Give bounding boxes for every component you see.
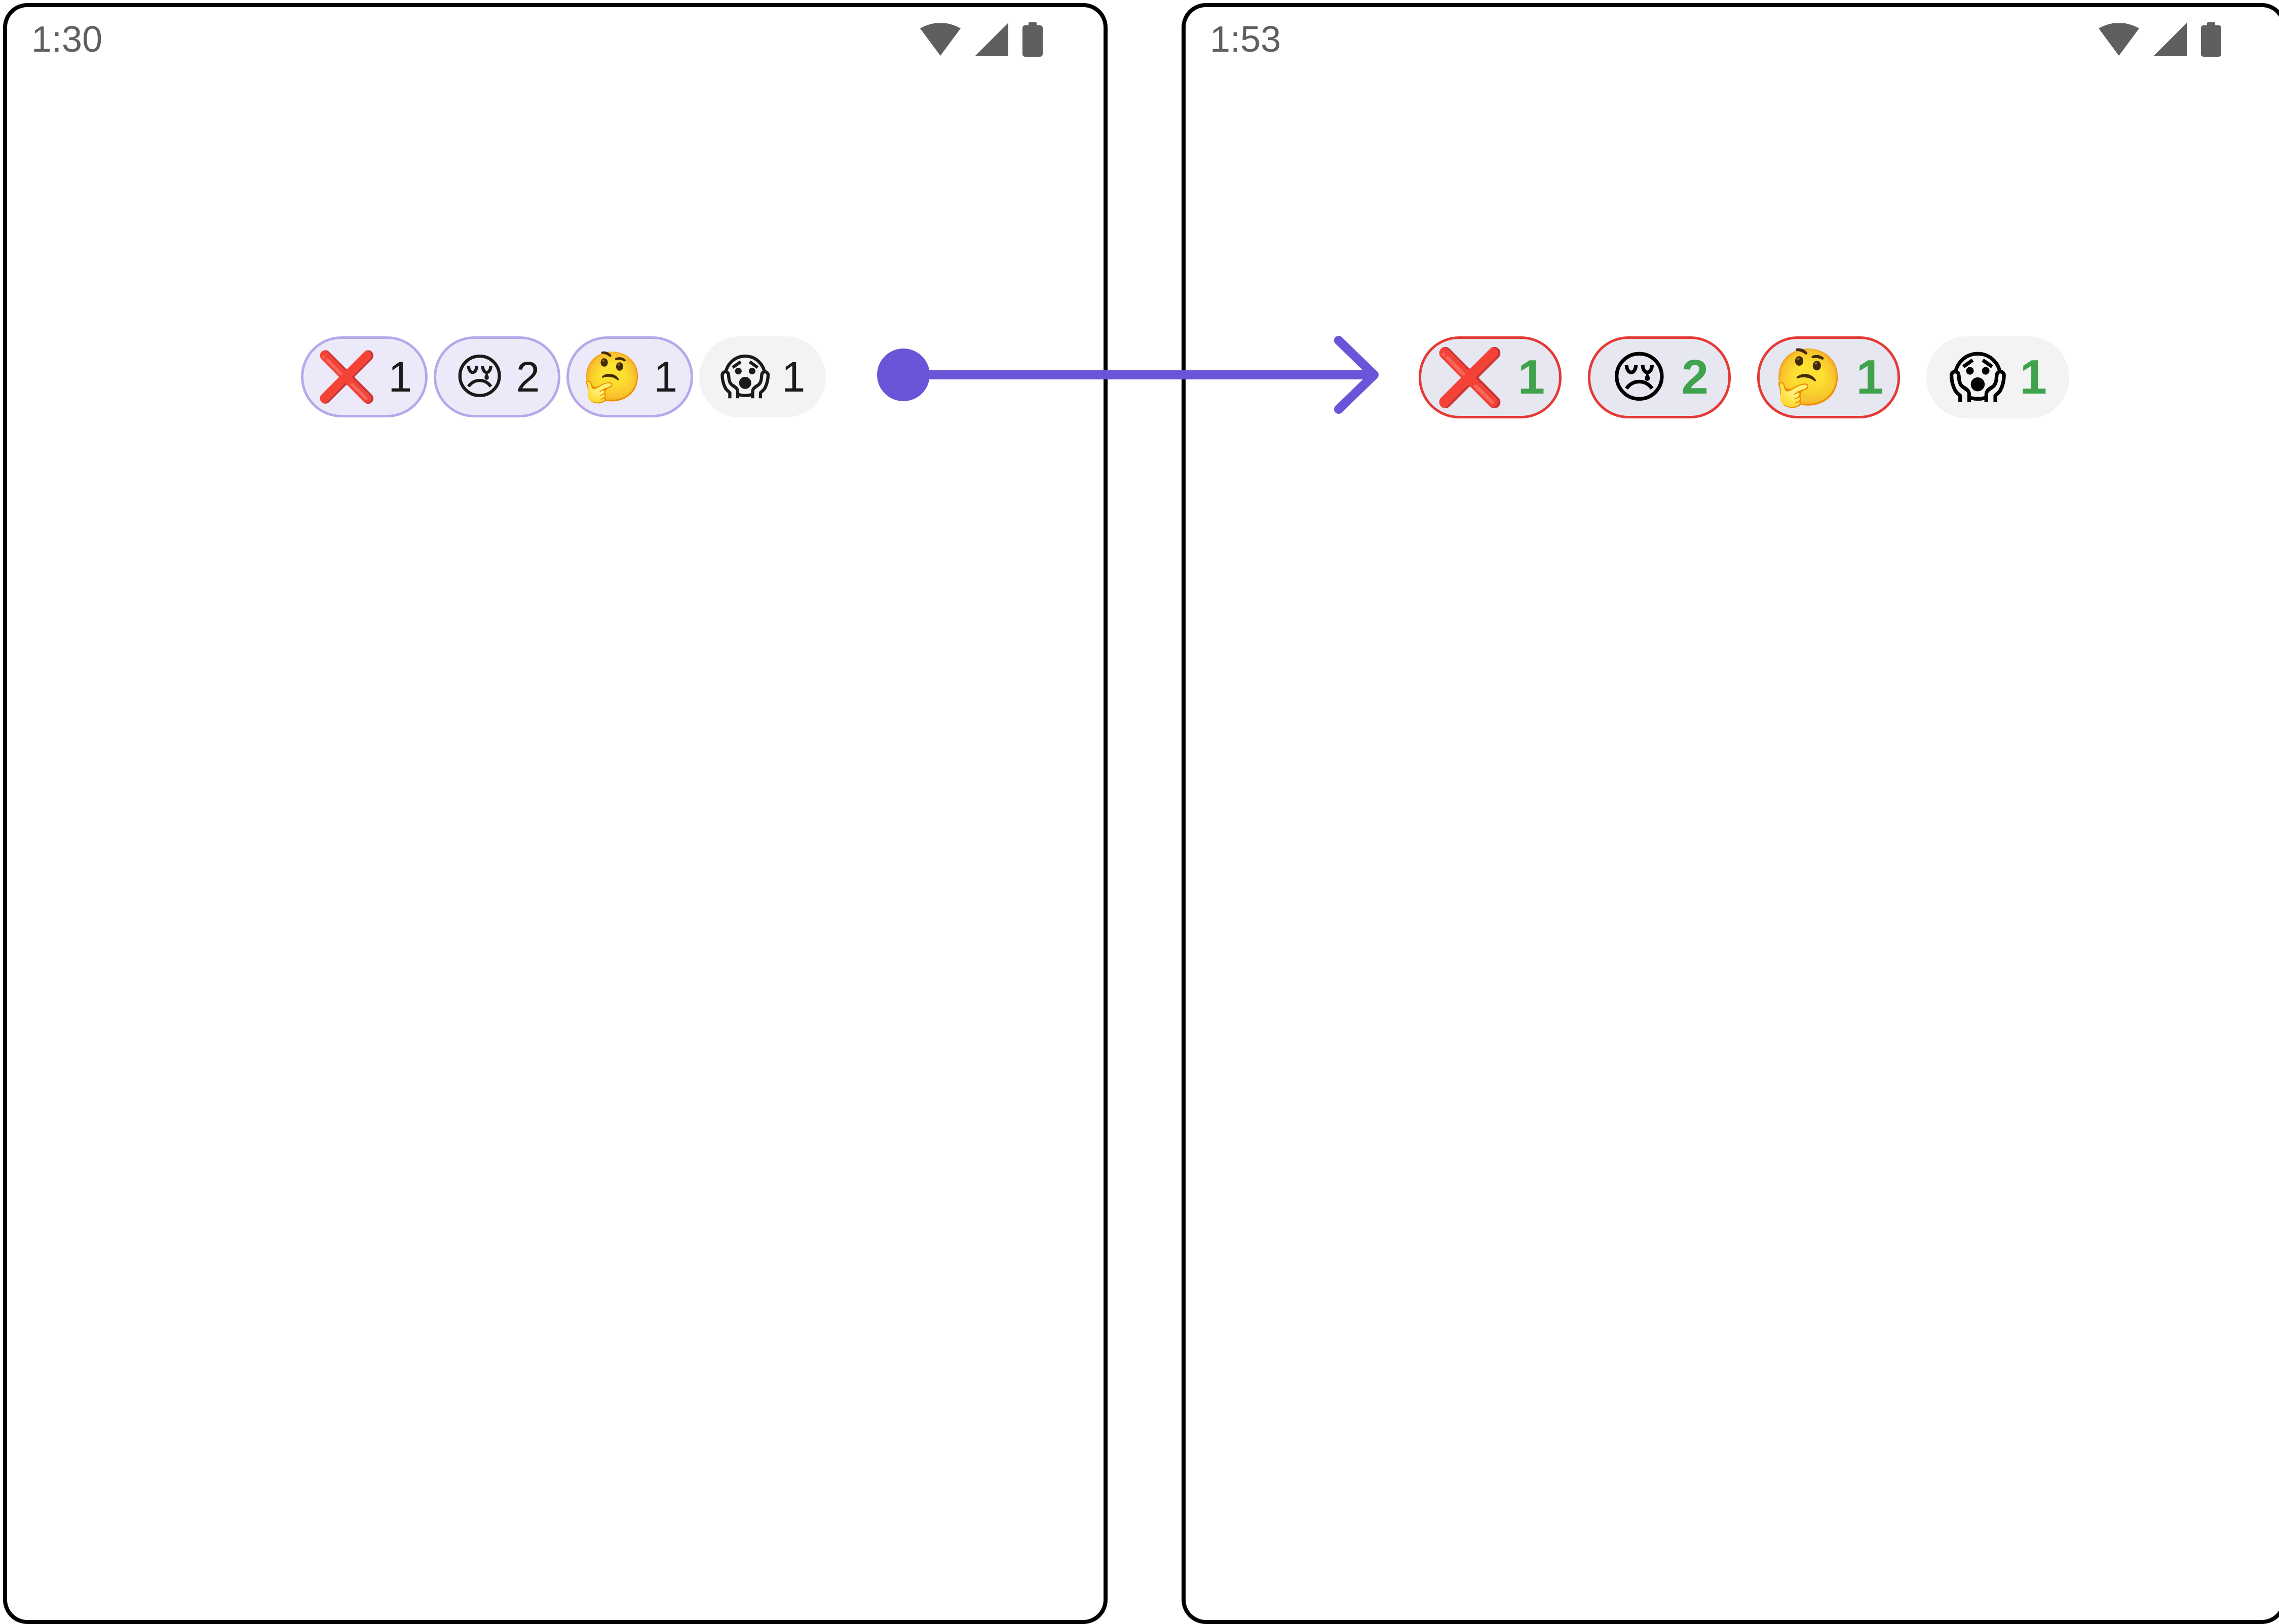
status-icons bbox=[2099, 22, 2221, 57]
reaction-count: 1 bbox=[2020, 350, 2047, 404]
wifi-icon bbox=[2099, 23, 2139, 56]
thinking-face-emoji-icon: 🤔 bbox=[1773, 345, 1843, 410]
reaction-chip-cross-mark[interactable]: ❌ 1 bbox=[301, 336, 428, 417]
screaming-face-emoji-icon: 😱 bbox=[719, 349, 771, 405]
crying-face-emoji-icon: 😢 bbox=[1610, 345, 1668, 410]
screaming-face-emoji-icon: 😱 bbox=[1948, 345, 2007, 410]
reaction-bar: ❌ 1 😢 2 🤔 1 😱 1 bbox=[1419, 336, 2069, 418]
reaction-chip-thinking-face[interactable]: 🤔 1 bbox=[1757, 336, 1900, 418]
reaction-chip-thinking-face[interactable]: 🤔 1 bbox=[566, 336, 693, 417]
cellular-signal-icon bbox=[975, 23, 1008, 56]
reaction-count: 2 bbox=[516, 353, 540, 401]
status-time: 1:53 bbox=[1210, 19, 1281, 60]
phone-screen-after: 1:53 ❌ 1 😢 2 🤔 1 😱 1 bbox=[1182, 3, 2279, 1624]
reaction-bar: ❌ 1 😢 2 🤔 1 😱 1 bbox=[301, 336, 826, 417]
phone-screen-before: 1:30 ❌ 1 😢 2 🤔 1 😱 1 bbox=[3, 3, 1108, 1624]
cellular-signal-icon bbox=[2153, 23, 2187, 56]
reaction-chip-crying-face[interactable]: 😢 2 bbox=[434, 336, 560, 417]
reaction-chip-screaming-face[interactable]: 😱 1 bbox=[699, 336, 826, 417]
battery-icon bbox=[2201, 22, 2221, 57]
reaction-count: 1 bbox=[1856, 350, 1884, 404]
status-icons bbox=[920, 22, 1043, 57]
reaction-count: 1 bbox=[1517, 350, 1545, 404]
reaction-chip-screaming-face[interactable]: 😱 1 bbox=[1926, 336, 2069, 418]
battery-icon bbox=[1022, 22, 1043, 57]
reaction-chip-crying-face[interactable]: 😢 2 bbox=[1588, 336, 1731, 418]
reaction-count: 1 bbox=[388, 353, 412, 401]
status-time: 1:30 bbox=[31, 19, 103, 60]
cross-mark-emoji-icon: ❌ bbox=[316, 349, 377, 405]
reaction-count: 2 bbox=[1681, 350, 1709, 404]
wifi-icon bbox=[920, 23, 961, 56]
crying-face-emoji-icon: 😢 bbox=[454, 349, 505, 405]
reaction-chip-cross-mark[interactable]: ❌ 1 bbox=[1419, 336, 1562, 418]
reaction-count: 1 bbox=[654, 353, 678, 401]
thinking-face-emoji-icon: 🤔 bbox=[582, 349, 643, 405]
reaction-count: 1 bbox=[781, 353, 806, 401]
cross-mark-emoji-icon: ❌ bbox=[1435, 345, 1505, 410]
